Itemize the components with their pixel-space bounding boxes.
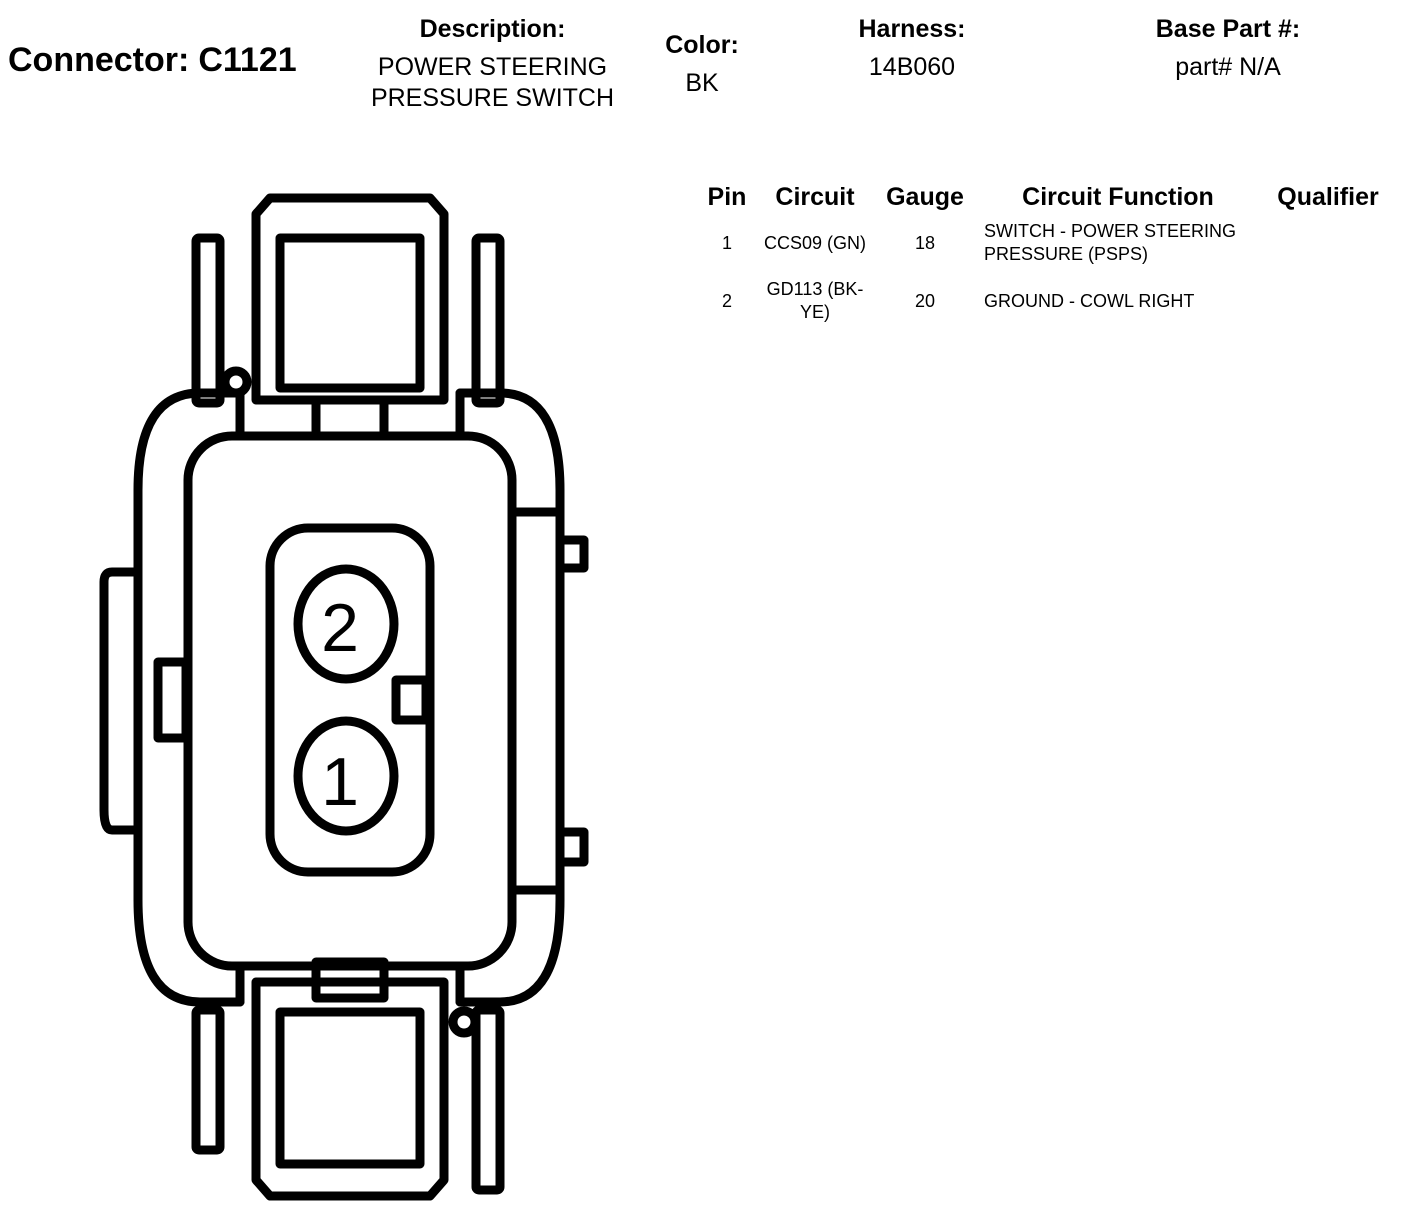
- table-row: 1 CCS09 (GN) 18 SWITCH - POWER STEERING …: [698, 220, 1396, 278]
- left-side-key: [99, 567, 143, 835]
- connector-face-diagram: 2 1: [99, 193, 589, 1201]
- column-header-gauge: Gauge: [886, 183, 964, 211]
- qualifier-cell: [1260, 220, 1396, 278]
- outer-shroud-right: [455, 388, 565, 1007]
- right-lower-rail: [471, 1005, 505, 1195]
- column-header-circuit: Circuit: [775, 183, 855, 211]
- qualifier-cell: [1260, 278, 1396, 336]
- circuit-cell: CCS09 (GN): [763, 232, 866, 253]
- bottom-latch: [251, 977, 449, 1201]
- description-line-1: POWER STEERING: [377, 53, 608, 81]
- base-part-label: Base Part #:: [1155, 15, 1301, 43]
- connector-label: Connector:: [8, 41, 190, 79]
- top-latch-window: [275, 233, 425, 393]
- table-row: 2 GD113 (BK-YE) 20 GROUND - COWL RIGHT: [698, 278, 1396, 336]
- connector-body: [183, 431, 517, 971]
- pin-cell: 1: [721, 232, 732, 253]
- left-lower-rail: [191, 1005, 225, 1155]
- pin-table: Pin Circuit Gauge Circuit Function Quali…: [698, 180, 1396, 336]
- top-latch-stem: [311, 395, 389, 441]
- right-lower-bump: [555, 827, 589, 867]
- circuit-function-cell: GROUND - COWL RIGHT: [984, 290, 1195, 311]
- connector-id: C1121: [198, 41, 297, 79]
- circuit-function-cell: SWITCH - POWER STEERING PRESSURE (PSPS): [984, 221, 1236, 264]
- column-header-pin: Pin: [707, 183, 747, 211]
- color-block: Color: BK: [642, 30, 762, 99]
- connector-title: Connector:C1121: [8, 40, 297, 80]
- color-value: BK: [685, 69, 719, 97]
- harness-value: 14B060: [868, 53, 956, 81]
- gauge-cell: 18: [914, 232, 936, 253]
- cavity-1: [293, 716, 399, 836]
- base-part-block: Base Part #: part# N/A: [1118, 14, 1338, 83]
- right-upper-bump: [555, 535, 589, 573]
- left-center-key: [153, 657, 191, 743]
- top-latch: [251, 193, 449, 405]
- harness-block: Harness: 14B060: [832, 14, 992, 83]
- bottom-right-pivot: [448, 1006, 480, 1038]
- description-line-2: PRESSURE SWITCH: [370, 84, 615, 112]
- bottom-latch-window: [275, 1007, 425, 1169]
- gauge-cell: 20: [914, 290, 936, 311]
- column-header-circuit-function: Circuit Function: [1022, 183, 1214, 211]
- pin-cell: 2: [721, 290, 732, 311]
- circuit-cell: GD113 (BK-YE): [766, 279, 864, 322]
- description-label: Description:: [419, 15, 566, 43]
- outer-shroud-left: [133, 388, 245, 1007]
- cavity-1-label: 1: [321, 744, 359, 820]
- right-upper-rail: [471, 233, 505, 408]
- terminal-housing: [265, 523, 435, 877]
- description-block: Description: POWER STEERING PRESSURE SWI…: [340, 14, 645, 114]
- cavity-2-label: 2: [321, 590, 359, 666]
- table-header-row: Pin Circuit Gauge Circuit Function Quali…: [698, 180, 1396, 220]
- base-part-value: part# N/A: [1175, 53, 1281, 81]
- left-upper-rail: [191, 233, 225, 408]
- color-label: Color:: [665, 31, 739, 59]
- cavity-2: [293, 564, 399, 684]
- column-header-qualifier: Qualifier: [1277, 183, 1379, 211]
- polarizing-key: [391, 675, 431, 725]
- harness-label: Harness:: [858, 15, 966, 43]
- top-left-pivot: [220, 366, 252, 398]
